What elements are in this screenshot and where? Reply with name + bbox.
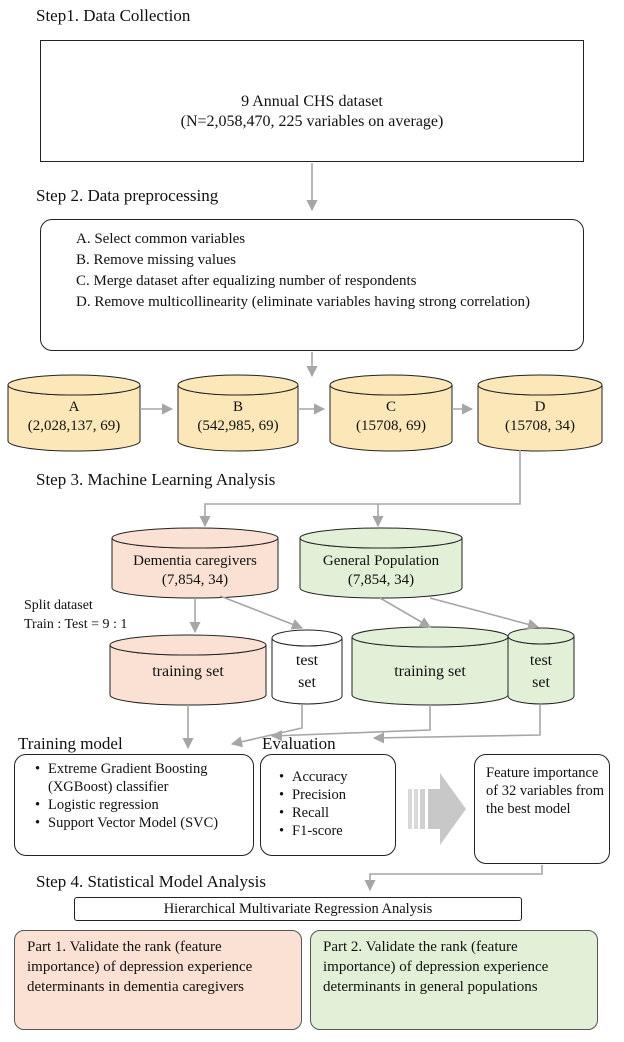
population-test-set-cylinder <box>507 627 575 705</box>
caregiver-set-word: set <box>298 674 316 691</box>
model-xgboost: Extreme Gradient Boosting (XGBoost) clas… <box>35 760 248 796</box>
preprocessing-item-d: D. Remove multicollinearity (eliminate v… <box>76 294 531 310</box>
dementia-caregivers-label: Dementia caregivers (7,854, 34) <box>112 552 278 590</box>
general-population-name: General Population <box>322 553 440 569</box>
dataset-c-label: C (15708, 69) <box>330 398 452 436</box>
dementia-caregivers-info: (7,854, 34) <box>161 572 229 588</box>
arrow-d-to-groups-left <box>199 450 521 528</box>
training-model-heading: Training model <box>18 734 123 753</box>
preprocessing-item-b: B. Remove missing values <box>76 252 236 268</box>
evaluation-heading: Evaluation <box>262 734 336 753</box>
dataset-a-cylinder <box>7 374 141 452</box>
regression-method-label: Hierarchical Multivariate Regression Ana… <box>163 901 433 917</box>
preprocessing-steps-box <box>40 219 584 351</box>
caregiver-test-set-label: test set <box>272 650 342 694</box>
general-population-label: General Population (7,854, 34) <box>300 552 462 590</box>
model-svc: Support Vector Model (SVC) <box>35 814 248 832</box>
feature-importance-box <box>474 754 610 864</box>
population-test-word: test <box>529 652 553 669</box>
dataset-b-info: (542,985, 69) <box>197 418 279 434</box>
dataset-b-label: B (542,985, 69) <box>176 398 300 436</box>
chs-dataset-label: 9 Annual CHS dataset (N=2,058,470, 225 v… <box>70 92 554 132</box>
model-logistic-regression: Logistic regression <box>35 796 248 814</box>
split-ratio: Train : Test = 9 : 1 <box>24 617 128 632</box>
dataset-d-name: D <box>534 399 546 415</box>
part2-box: Part 2. Validate the rank (feature impor… <box>310 930 598 1030</box>
arrow-test-to-eval <box>230 705 303 748</box>
dataset-a-info: (2,028,137, 69) <box>27 418 121 434</box>
metric-accuracy: Accuracy <box>279 768 392 786</box>
metric-recall: Recall <box>279 804 392 822</box>
arrow-poptrain-to-eval <box>270 705 431 742</box>
preprocessing-list: A. Select common variables B. Remove mis… <box>76 229 566 313</box>
general-population-cylinder <box>299 527 463 599</box>
regression-method-box <box>74 897 522 921</box>
dataset-c-cylinder <box>329 374 453 452</box>
dementia-caregivers-name: Dementia caregivers <box>133 553 257 569</box>
caregiver-test-word: test <box>295 652 319 669</box>
arrow-poptest-to-eval <box>372 705 541 744</box>
dataset-b-name: B <box>232 399 243 415</box>
population-test-set-label: test set <box>508 650 574 694</box>
evaluation-list: Accuracy Precision Recall F1-score <box>276 768 392 840</box>
dataset-d-label: D (15708, 34) <box>478 398 602 436</box>
metric-precision: Precision <box>279 786 392 804</box>
split-dataset-label: Split dataset Train : Test = 9 : 1 <box>24 596 127 634</box>
feature-importance-text: Feature importance of 32 variables from … <box>486 765 604 817</box>
part2-text: Part 2. Validate the rank (feature impor… <box>323 939 549 995</box>
population-training-set-cylinder <box>351 626 509 706</box>
population-set-word: set <box>532 674 550 691</box>
dataset-d-cylinder <box>477 374 603 452</box>
arrow-caregivers-to-test <box>219 595 304 630</box>
caregiver-training-set-label: training set <box>152 663 224 680</box>
caregiver-test-set-cylinder <box>271 629 343 705</box>
training-model-list: Extreme Gradient Boosting (XGBoost) clas… <box>32 760 248 832</box>
chs-dataset-title: 9 Annual CHS dataset <box>241 93 383 110</box>
general-population-info: (7,854, 34) <box>347 572 415 588</box>
dataset-c-name: C <box>385 399 396 415</box>
part1-text: Part 1. Validate the rank (feature impor… <box>27 939 253 995</box>
part1-box: Part 1. Validate the rank (feature impor… <box>14 930 302 1030</box>
arrow-population-to-test <box>429 597 540 630</box>
caregiver-training-set-cylinder <box>109 634 267 706</box>
dataset-a-name: A <box>68 399 80 415</box>
step2-heading: Step 2. Data preprocessing <box>36 186 219 205</box>
split-dataset-title: Split dataset <box>24 598 93 613</box>
step3-heading: Step 3. Machine Learning Analysis <box>36 470 276 489</box>
arrow-population-to-train <box>379 597 431 628</box>
step4-heading: Step 4. Statistical Model Analysis <box>36 872 266 891</box>
step1-container <box>40 40 584 162</box>
dementia-caregivers-cylinder <box>111 527 279 599</box>
dataset-d-info: (15708, 34) <box>505 418 575 434</box>
preprocessing-item-c: C. Merge dataset after equalizing number… <box>76 273 417 289</box>
metric-f1-score: F1-score <box>279 822 392 840</box>
chs-dataset-detail: (N=2,058,470, 225 variables on average) <box>180 113 444 130</box>
dataset-a-label: A (2,028,137, 69) <box>6 398 142 436</box>
big-arrow-icon <box>408 773 466 845</box>
dataset-c-info: (15708, 69) <box>356 418 426 434</box>
preprocessing-item-a: A. Select common variables <box>76 231 246 247</box>
arrow-feature-to-step4 <box>364 865 543 892</box>
step1-heading: Step1. Data Collection <box>36 6 191 25</box>
dataset-b-cylinder <box>177 374 299 452</box>
population-training-set-label: training set <box>394 663 466 680</box>
